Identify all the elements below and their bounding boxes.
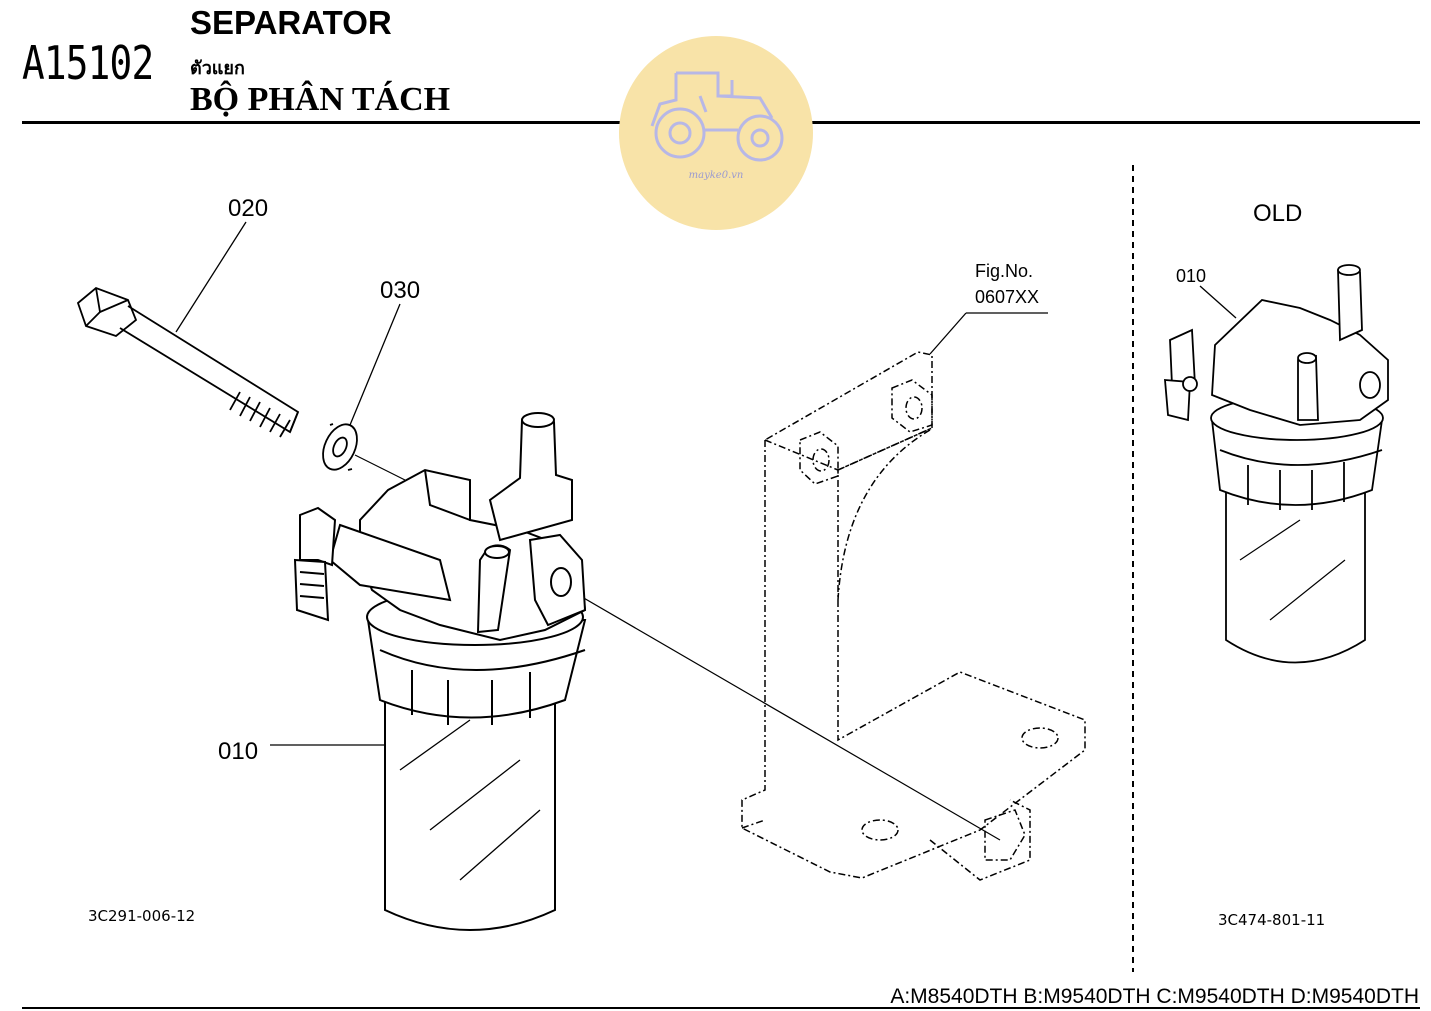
fig-ref-line1: Fig.No. bbox=[975, 261, 1033, 281]
model-applicability: A:M8540DTH B:M9540DTH C:M9540DTH D:M9540… bbox=[890, 985, 1419, 1008]
title-vietnamese: BỘ PHÂN TÁCH bbox=[190, 81, 451, 118]
fig-ref-line2: 0607XX bbox=[975, 287, 1039, 307]
leader-020 bbox=[175, 221, 247, 333]
illustration-code-old: 3C474-801-11 bbox=[1218, 911, 1325, 929]
washer-030 bbox=[322, 423, 358, 471]
label-030: 030 bbox=[380, 277, 420, 304]
title-thai: ตัวแยก bbox=[190, 58, 245, 79]
watermark: mayke0.vn bbox=[619, 36, 813, 230]
bracket-phantom bbox=[741, 351, 1086, 881]
illustration-code-main: 3C291-006-12 bbox=[88, 907, 195, 925]
leader-fig bbox=[929, 312, 967, 355]
title-english: SEPARATOR bbox=[190, 4, 392, 41]
footer-divider bbox=[22, 1007, 1420, 1009]
old-label-010: 010 bbox=[1176, 266, 1206, 286]
leader-old-010 bbox=[1199, 285, 1237, 319]
old-heading: OLD bbox=[1253, 200, 1302, 227]
tractor-icon bbox=[650, 71, 784, 162]
assembly-axis bbox=[354, 454, 406, 481]
mounting-axis bbox=[569, 589, 1001, 841]
separator-010 bbox=[293, 412, 587, 931]
bolt-020 bbox=[76, 286, 300, 438]
page-code: A15102 bbox=[22, 36, 154, 90]
label-020: 020 bbox=[228, 195, 268, 222]
leader-030 bbox=[349, 303, 401, 426]
label-010: 010 bbox=[218, 738, 258, 765]
watermark-text: mayke0.vn bbox=[689, 170, 744, 181]
old-separator-010 bbox=[1164, 264, 1389, 664]
